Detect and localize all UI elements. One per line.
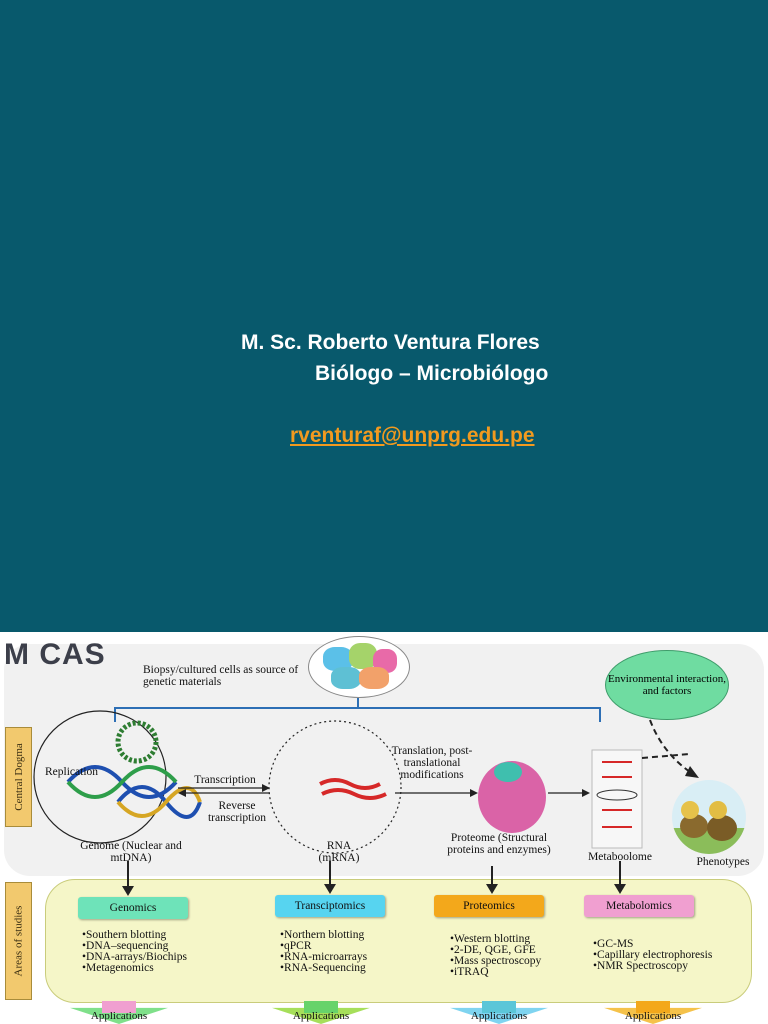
list-item: •iTRAQ <box>450 966 489 978</box>
proteome-label: Proteome (Structural proteins and enzyme… <box>447 832 551 856</box>
list-item: •DNA–sequencing <box>82 940 169 952</box>
title-slide: M. Sc. Roberto Ventura Flores Biólogo – … <box>0 0 768 632</box>
cells-illustration <box>308 636 410 698</box>
email-link[interactable]: rventuraf@unprg.edu.pe <box>290 424 535 447</box>
transcription-label: Transcription <box>194 774 256 786</box>
list-item: •Capillary electrophoresis <box>593 949 713 961</box>
author-name: M. Sc. Roberto Ventura Flores <box>241 331 540 354</box>
list-item: •Metagenomics <box>82 962 154 974</box>
central-dogma-tab: Central Dogma <box>5 727 32 827</box>
metabolomics-box: Metabolomics <box>584 895 694 917</box>
logo-text: M CAS <box>4 638 106 671</box>
applications-arrow-metabolomics: Applications <box>604 1001 702 1024</box>
biopsy-label: Biopsy/cultured cells as source of genet… <box>143 664 299 688</box>
list-item: •GC-MS <box>593 938 634 950</box>
applications-arrow-proteomics: Applications <box>450 1001 548 1024</box>
metabolomics-methods: •GC-MS •Capillary electrophoresis •NMR S… <box>593 938 713 972</box>
list-item: •Southern blotting <box>82 929 167 941</box>
genomics-methods: •Southern blotting •DNA–sequencing •DNA-… <box>82 929 187 974</box>
list-item: •2-DE, QGE, GFE <box>450 944 536 956</box>
areas-of-studies-tab: Areas of studies <box>5 882 32 1000</box>
rna-label: RNA (mRNA) <box>318 840 360 864</box>
transcriptomics-methods: •Northern blotting •qPCR •RNA-microarray… <box>280 929 368 974</box>
replication-label: Replication <box>45 766 99 778</box>
omicas-logo: M CAS <box>4 638 106 672</box>
diagram-graphics <box>33 698 699 896</box>
genomics-box: Genomics <box>78 897 188 919</box>
applications-arrow-transcriptomics: Applications <box>272 1001 370 1024</box>
list-item: •Northern blotting <box>280 929 365 941</box>
translation-label: Translation, post-translational modifica… <box>391 745 473 781</box>
transcriptomics-box: Transciptomics <box>275 895 385 917</box>
list-item: •DNA-arrays/Biochips <box>82 951 187 963</box>
proteomics-methods: •Western blotting •2-DE, QGE, GFE •Mass … <box>450 933 542 978</box>
phenotypes-label: Phenotypes <box>696 856 750 868</box>
phenotypes-image <box>672 780 746 854</box>
metabolome-label: Metaboolome <box>588 851 652 863</box>
environment-bubble: Environmental interaction, and factors <box>605 650 729 720</box>
list-item: •NMR Spectroscopy <box>593 960 689 972</box>
genome-label: Genome (Nuclear and mtDNA) <box>80 840 182 864</box>
list-item: •Western blotting <box>450 933 531 945</box>
list-item: •Mass spectroscopy <box>450 955 542 967</box>
list-item: •RNA-Sequencing <box>280 962 366 974</box>
proteomics-box: Proteomics <box>434 895 544 917</box>
author-role: Biólogo – Microbiólogo <box>315 362 549 385</box>
list-item: •qPCR <box>280 940 312 952</box>
reverse-transcription-label: Reverse transcription <box>207 800 267 824</box>
list-item: •RNA-microarrays <box>280 951 368 963</box>
applications-arrow-genomics: Applications <box>70 1001 168 1024</box>
omics-figure: Central Dogma Areas of studies M CAS Bio… <box>0 632 768 1024</box>
